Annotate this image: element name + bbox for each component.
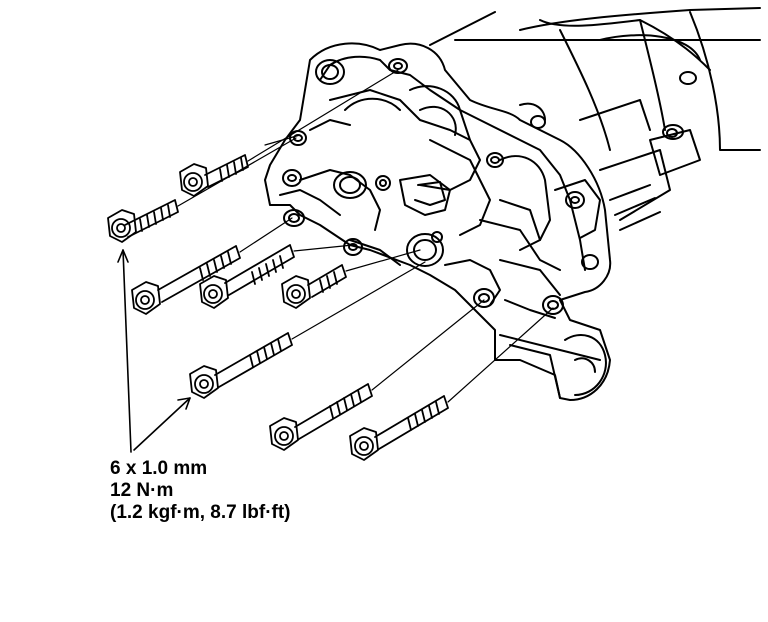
engine-block-outline <box>429 7 761 231</box>
bolt-7 <box>269 383 373 451</box>
fastener-spec-label: 6 x 1.0 mm 12 N·m (1.2 kgf·m, 8.7 lbf·ft… <box>110 458 291 524</box>
torque-alt-units-text: (1.2 kgf·m, 8.7 lbf·ft) <box>110 502 291 523</box>
bolt-1 <box>107 199 179 243</box>
bolt-2 <box>179 154 249 197</box>
torque-text: 12 N·m <box>110 480 174 501</box>
bolt-set <box>107 154 449 461</box>
bolt-3 <box>131 245 241 315</box>
bolt-5 <box>281 264 347 309</box>
alignment-leader-lines <box>177 69 554 403</box>
bolt-8 <box>349 395 449 461</box>
callout-arrows <box>117 249 191 453</box>
bolt-4 <box>199 244 295 309</box>
bolt-6 <box>189 332 293 399</box>
thread-size-text: 6 x 1.0 mm <box>110 458 208 479</box>
balancer-housing <box>264 42 612 401</box>
